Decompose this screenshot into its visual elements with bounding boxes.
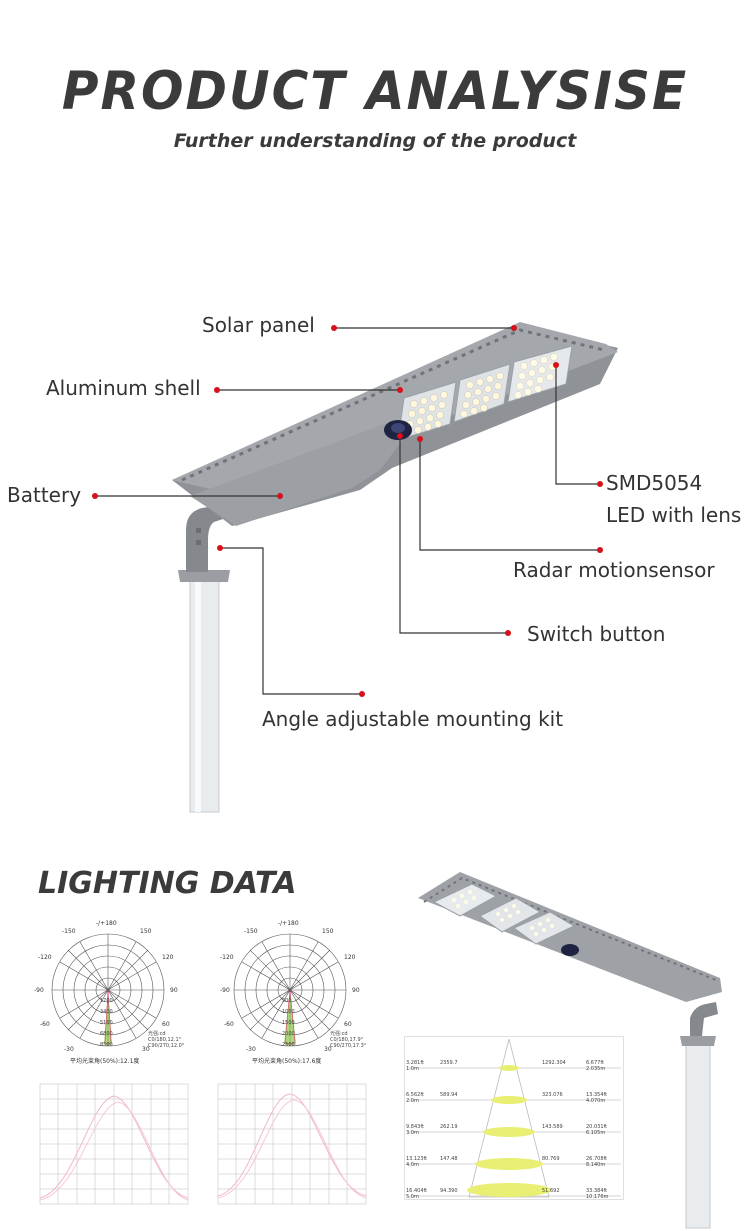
cone-row-right-top: 13.354ft: [586, 1092, 608, 1098]
polar2-label-150: 150: [322, 928, 334, 935]
polar1-caption: 平均光束角(50%):12.1度: [70, 1058, 140, 1065]
aluminum-shell: [190, 422, 404, 526]
polar2-label-top: -/+180: [278, 920, 299, 927]
cone-row-right-val: 1292.304: [542, 1060, 566, 1066]
polar2-label-30: 30: [324, 1046, 332, 1053]
polar2-label-60: 60: [344, 1021, 352, 1028]
cone-row-right-bottom: 8.140m: [586, 1162, 606, 1168]
polar2-caption: 平均光束角(50%):17.6度: [252, 1058, 322, 1065]
polar1-label-60: 60: [162, 1021, 170, 1028]
polar1-label-120: 120: [162, 954, 174, 961]
polar1-label-90: 90: [170, 987, 178, 994]
polar2-ring-5: 2500: [282, 1042, 295, 1048]
polar1-ring-5: 8500: [100, 1042, 113, 1048]
product-diagram: [92, 322, 618, 813]
cone-row-left-top: 3.281ft: [406, 1060, 424, 1066]
polar2-label-m60: -60: [224, 1021, 234, 1028]
cone-row-right-bottom: 10.176m: [586, 1194, 609, 1200]
cone-row-left-bottom: 4.0m: [406, 1162, 419, 1168]
cone-row-right-val: 51.692: [542, 1188, 560, 1194]
led-module-2: [453, 363, 511, 423]
label-battery: Battery: [7, 483, 82, 507]
page-title: PRODUCT ANALYSISE: [61, 60, 689, 122]
polar1-ring-2: 3400: [100, 1009, 113, 1015]
cone-row-left-top: 13.123ft: [406, 1156, 428, 1162]
polar2-label-m120: -120: [220, 954, 234, 961]
polar1-ring-4: 6800: [100, 1031, 113, 1037]
cone-row-right-top: 33.384ft: [586, 1188, 608, 1194]
cone-row-left-top: 9.843ft: [406, 1124, 424, 1130]
cone-row-right-top: 20.031ft: [586, 1124, 608, 1130]
pole-highlight: [195, 572, 201, 812]
page-subtitle: Further understanding of the product: [173, 130, 577, 152]
distribution-curve-2: [217, 1083, 367, 1205]
lighting-data-title: LIGHTING DATA: [38, 866, 297, 901]
cone-row-left-bottom: 2.0m: [406, 1098, 419, 1104]
cone-row-right-bottom: 6.105m: [586, 1130, 606, 1136]
label-switch-button: Switch button: [527, 622, 666, 646]
polar1-ring-1: 1700: [100, 998, 113, 1004]
cone-row-right-bottom: 2.035m: [586, 1066, 606, 1072]
polar2-label-m90: -90: [220, 987, 230, 994]
polar1-legend-c0: C0/180,12.1°: [148, 1037, 182, 1043]
cone-row-right-top: 26.708ft: [586, 1156, 608, 1162]
cone-row-left-top: 6.562ft: [406, 1092, 424, 1098]
label-solar-panel: Solar panel: [202, 313, 315, 337]
label-mounting-kit: Angle adjustable mounting kit: [262, 707, 564, 731]
polar2-ring-2: 1000: [282, 1009, 295, 1015]
polar2-ring-1: 500: [282, 998, 292, 1004]
cone-row-left-val: 2359.7: [440, 1060, 458, 1066]
polar2-label-90: 90: [352, 987, 360, 994]
polar1-legend-c90: C90/270,12.0°: [148, 1043, 185, 1049]
polar1-label-m30: -30: [64, 1046, 74, 1053]
cone-row-right-val: 323.076: [542, 1092, 563, 1098]
cone-row-left-val: 262.19: [440, 1124, 458, 1130]
callout-dots: [92, 325, 603, 697]
pole: [189, 571, 220, 813]
cone-row-left-val: 94.390: [440, 1188, 458, 1194]
product-thumbnail: [418, 872, 722, 1229]
polar2-label-m30: -30: [246, 1046, 256, 1053]
cone-row-right-val: 143.589: [542, 1124, 563, 1130]
polar1-legend-unit: 光强:cd: [148, 1031, 166, 1037]
polar1-label-150: 150: [140, 928, 152, 935]
polar-chart-2: -/+180 150 -150 120 -120 90 -90 60 -60 3…: [220, 918, 390, 1068]
polar1-label-m60: -60: [40, 1021, 50, 1028]
polar2-legend-c0: C0/180,17.9°: [330, 1037, 364, 1043]
mount-arm: [186, 504, 232, 572]
polar2-label-120: 120: [344, 954, 356, 961]
illuminance-cone-diagram: [404, 1036, 624, 1200]
label-aluminum-shell: Aluminum shell: [46, 376, 201, 400]
polar1-label-m90: -90: [34, 987, 44, 994]
polar2-ring-3: 1500: [282, 1020, 295, 1026]
polar2-legend-c90: C90/270,17.3°: [330, 1043, 367, 1049]
leader-lines: [95, 327, 600, 695]
cone-row-left-val: 589.94: [440, 1092, 458, 1098]
cone-row-left-top: 16.404ft: [406, 1188, 428, 1194]
cone-row-left-val: 147.48: [440, 1156, 458, 1162]
label-smd-line2: LED with lens: [606, 503, 742, 527]
cone-row-left-bottom: 3.0m: [406, 1130, 419, 1136]
polar1-ring-3: 5100: [100, 1020, 113, 1026]
cone-row-left-bottom: 1.0m: [406, 1066, 419, 1072]
solar-panel-edge: [172, 322, 618, 496]
led-module-3: [507, 345, 573, 403]
polar1-label-m120: -120: [38, 954, 52, 961]
cone-row-right-val: 80.769: [542, 1156, 560, 1162]
cone-row-left-bottom: 5.0m: [406, 1194, 419, 1200]
mount-flange: [178, 570, 230, 582]
distribution-curve-1: [39, 1083, 189, 1205]
cone-row-right-bottom: 4.070m: [586, 1098, 606, 1104]
polar1-label-m150: -150: [62, 928, 76, 935]
polar1-label-top: -/+180: [96, 920, 117, 927]
label-smd-line1: SMD5054: [606, 471, 703, 495]
polar1-label-30: 30: [142, 1046, 150, 1053]
polar2-ring-4: 2000: [282, 1031, 295, 1037]
label-radar-sensor: Radar motionsensor: [513, 558, 715, 582]
polar2-label-m150: -150: [244, 928, 258, 935]
polar2-legend-unit: 光强:cd: [330, 1031, 348, 1037]
cone-row-right-top: 6.677ft: [586, 1060, 604, 1066]
polar-chart-1: -/+180 150 -150 120 -120 90 -90 60 -60 3…: [30, 918, 200, 1068]
